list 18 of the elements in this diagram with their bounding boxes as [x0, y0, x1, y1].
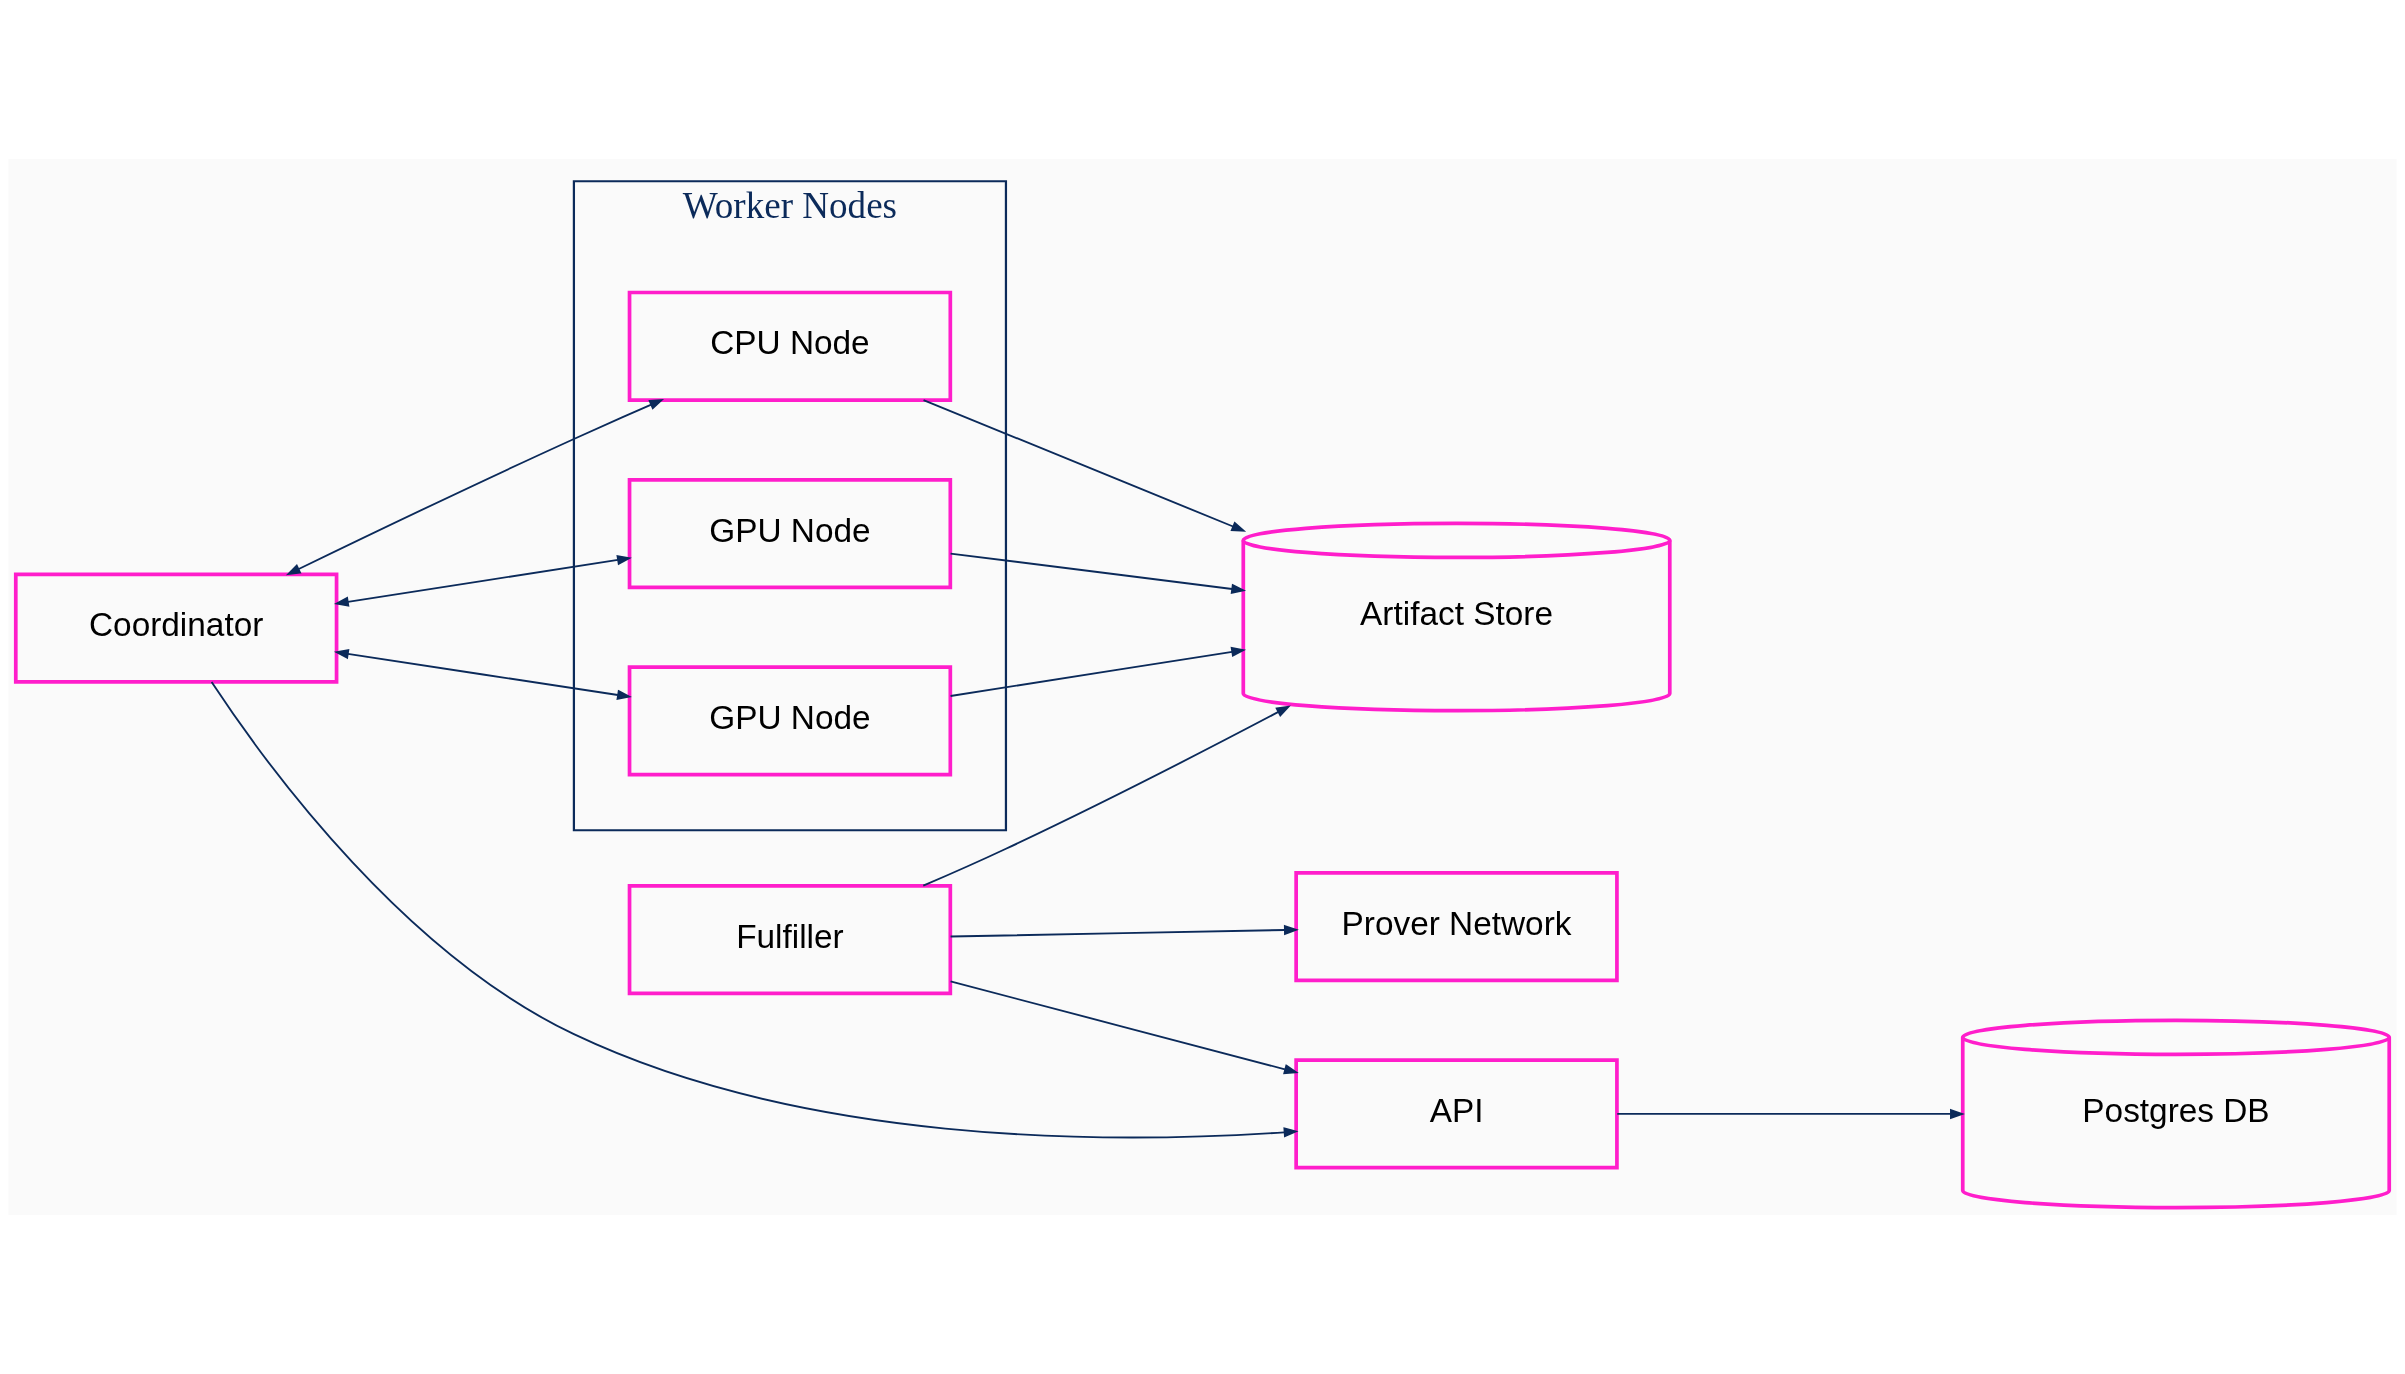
- arrow: [949, 980, 1299, 1075]
- arrow: [210, 681, 1299, 1139]
- node-box: CPU Node: [627, 290, 953, 402]
- node-box: GPU Node: [627, 665, 953, 777]
- arrow: [333, 648, 632, 701]
- node-box: Prover Network: [1294, 871, 1619, 983]
- arrow: [1616, 1108, 1965, 1120]
- node-box: Fulfiller: [627, 884, 953, 996]
- arrow: [333, 554, 632, 607]
- node-box: Coordinator: [13, 572, 339, 684]
- arrow: [949, 552, 1247, 595]
- arrow: [949, 924, 1299, 938]
- arrow: [949, 646, 1247, 697]
- node-box: API: [1294, 1058, 1619, 1170]
- arrow: [922, 705, 1291, 887]
- arrow: [922, 399, 1247, 532]
- node-box: GPU Node: [627, 477, 953, 590]
- arrow: [285, 399, 665, 576]
